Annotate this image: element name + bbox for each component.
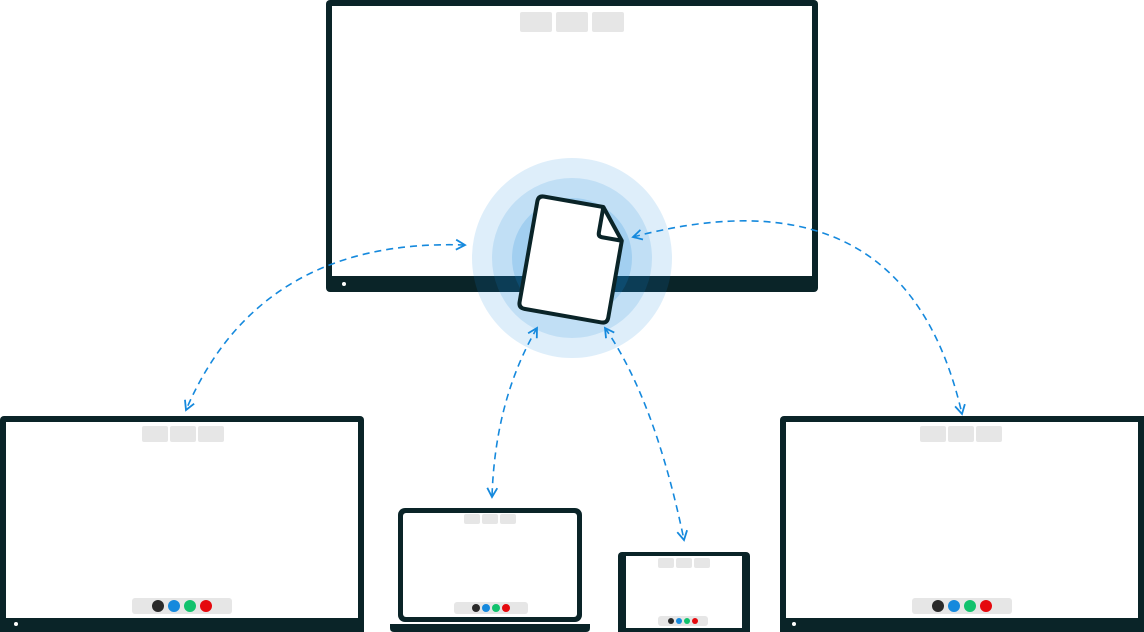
arrow-to-laptop: [486, 326, 538, 499]
arrow-to-tablet: [603, 326, 688, 542]
dock: [658, 616, 708, 626]
dock: [132, 598, 232, 614]
sync-arrows: [184, 220, 966, 542]
arrow-to-left-monitor: [184, 238, 467, 412]
dock: [454, 602, 528, 614]
tablet: [618, 552, 750, 632]
dock: [912, 598, 1012, 614]
arrow-to-right-monitor: [631, 220, 966, 416]
monitor-right: [780, 416, 1144, 632]
document-icon: [517, 194, 624, 325]
laptop: [390, 508, 590, 632]
monitor-left: [0, 416, 364, 632]
